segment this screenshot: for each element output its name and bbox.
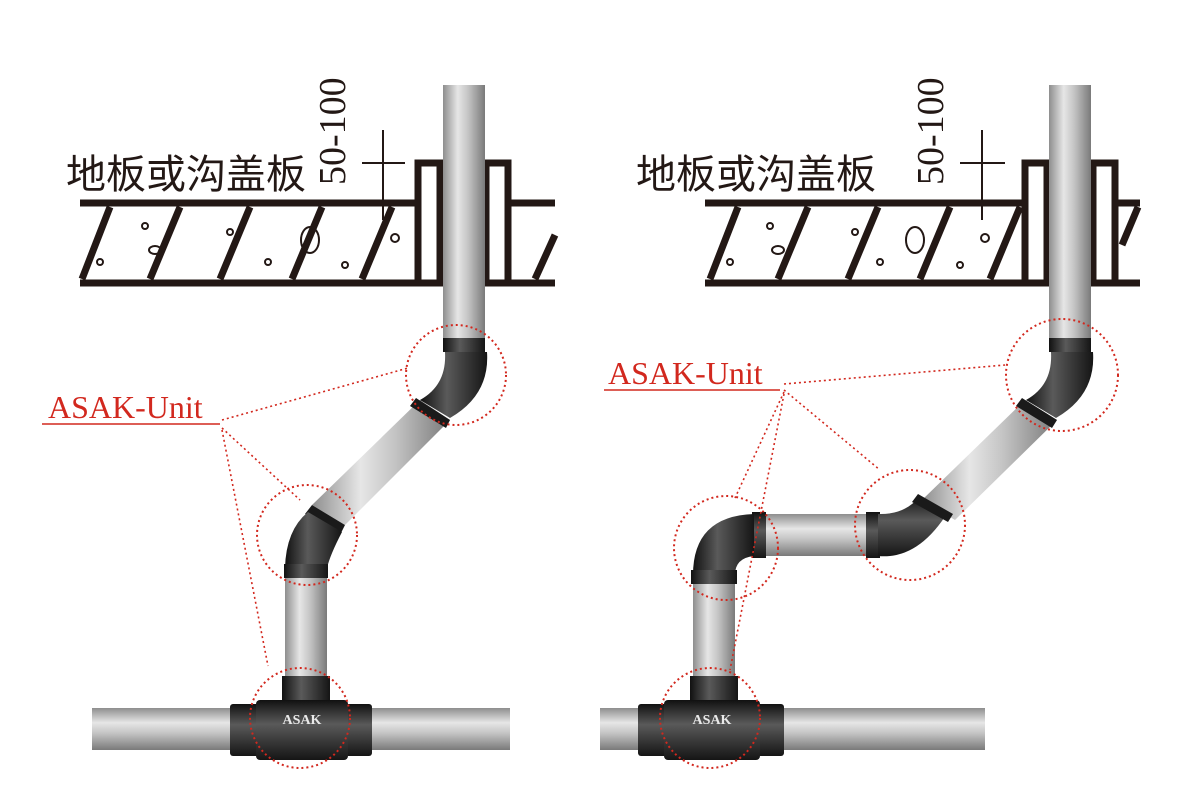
callout-right: ASAK-Unit: [604, 318, 1119, 769]
unit-circle-middle: [256, 484, 358, 586]
elbow-fitting-middle-right: [866, 494, 953, 558]
floor-slab-right: [705, 159, 1142, 287]
elbow-fitting-upper-left: [410, 338, 488, 428]
dimension-mark-right: 50-100: [910, 77, 1005, 220]
elbow-fitting-upper-right: [1016, 338, 1094, 428]
tee-fitting-left: ASAK: [230, 676, 372, 760]
elbow-fitting-middle-left: [284, 505, 345, 578]
unit-circle-middle: [854, 469, 966, 581]
dimension-label: 50-100: [312, 77, 354, 185]
callout-label: ASAK-Unit: [608, 355, 763, 391]
left-panel: 50-100 地板或沟盖板 ASAK: [42, 77, 559, 769]
tee-fitting-right: ASAK: [638, 676, 784, 760]
callout-left: ASAK-Unit: [42, 324, 507, 769]
dimension-label: 50-100: [910, 77, 952, 185]
tee-marking: ASAK: [693, 713, 732, 728]
unit-circle-tee: [659, 667, 761, 769]
right-panel: 50-100 地板或沟盖板: [600, 77, 1142, 769]
floor-label: 地板或沟盖板: [636, 152, 876, 198]
floor-label: 地板或沟盖板: [66, 152, 306, 198]
callout-label: ASAK-Unit: [48, 389, 203, 425]
elbow-fitting-lower-right: [691, 512, 766, 584]
unit-circle-upper: [405, 324, 507, 426]
floor-slab-left: [78, 159, 559, 287]
unit-circle-upper: [1005, 318, 1119, 432]
dimension-mark-left: 50-100: [312, 77, 405, 220]
unit-circle-tee: [249, 667, 351, 769]
tee-marking: ASAK: [283, 713, 322, 728]
unit-circle-lower: [673, 495, 779, 601]
pipe-run-left: [92, 85, 510, 750]
